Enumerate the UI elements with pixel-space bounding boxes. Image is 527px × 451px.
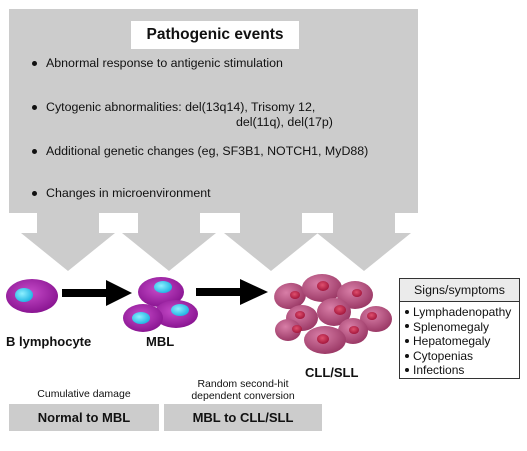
signs-symptoms-box: Signs/symptoms Lymphadenopathy Splenomeg… bbox=[399, 278, 520, 379]
progression-arrow-2 bbox=[196, 279, 268, 305]
bullet-icon bbox=[405, 339, 409, 344]
list-item: Infections bbox=[404, 363, 519, 378]
stage-normal-to-mbl: Normal to MBL bbox=[9, 404, 159, 431]
event-text: Changes in microenvironment bbox=[46, 186, 211, 200]
b-lymphocyte-label: B lymphocyte bbox=[6, 334, 92, 349]
events-panel bbox=[9, 9, 418, 271]
list-item: Hepatomegaly bbox=[404, 334, 519, 349]
b-lymphocyte-cell bbox=[6, 279, 58, 313]
bullet-icon bbox=[405, 324, 409, 329]
bullet-icon bbox=[405, 353, 409, 358]
cll-sll-cells bbox=[274, 274, 392, 354]
stage-2-caption: Random second-hit dependent conversion bbox=[191, 378, 295, 402]
event-text: Additional genetic changes (eg, SF3B1, N… bbox=[46, 144, 369, 158]
bullet-icon bbox=[32, 191, 37, 196]
signs-symptoms-list: Lymphadenopathy Splenomegaly Hepatomegal… bbox=[400, 302, 519, 378]
bullet-icon bbox=[405, 309, 409, 314]
list-item: Splenomegaly bbox=[404, 320, 519, 335]
progression-arrow-1 bbox=[62, 280, 132, 306]
mbl-label: MBL bbox=[146, 334, 175, 349]
bullet-icon bbox=[32, 61, 37, 66]
event-text-continued: del(11q), del(17p) bbox=[236, 115, 333, 129]
bullet-icon bbox=[32, 105, 37, 110]
event-text: Abnormal response to antigenic stimulati… bbox=[46, 56, 283, 70]
bullet-icon bbox=[32, 149, 37, 154]
pathogenic-events-title: Pathogenic events bbox=[131, 21, 299, 49]
cll-sll-label: CLL/SLL bbox=[305, 365, 359, 380]
mbl-cells bbox=[123, 277, 198, 332]
signs-symptoms-title: Signs/symptoms bbox=[400, 279, 519, 302]
stage-1-caption: Cumulative damage bbox=[37, 388, 131, 400]
bullet-icon bbox=[405, 368, 409, 373]
event-text: Cytogenic abnormalities: del(13q14), Tri… bbox=[46, 100, 316, 114]
stage-mbl-to-cll-sll: MBL to CLL/SLL bbox=[164, 404, 322, 431]
list-item: Lymphadenopathy bbox=[404, 305, 519, 320]
list-item: Cytopenias bbox=[404, 349, 519, 364]
